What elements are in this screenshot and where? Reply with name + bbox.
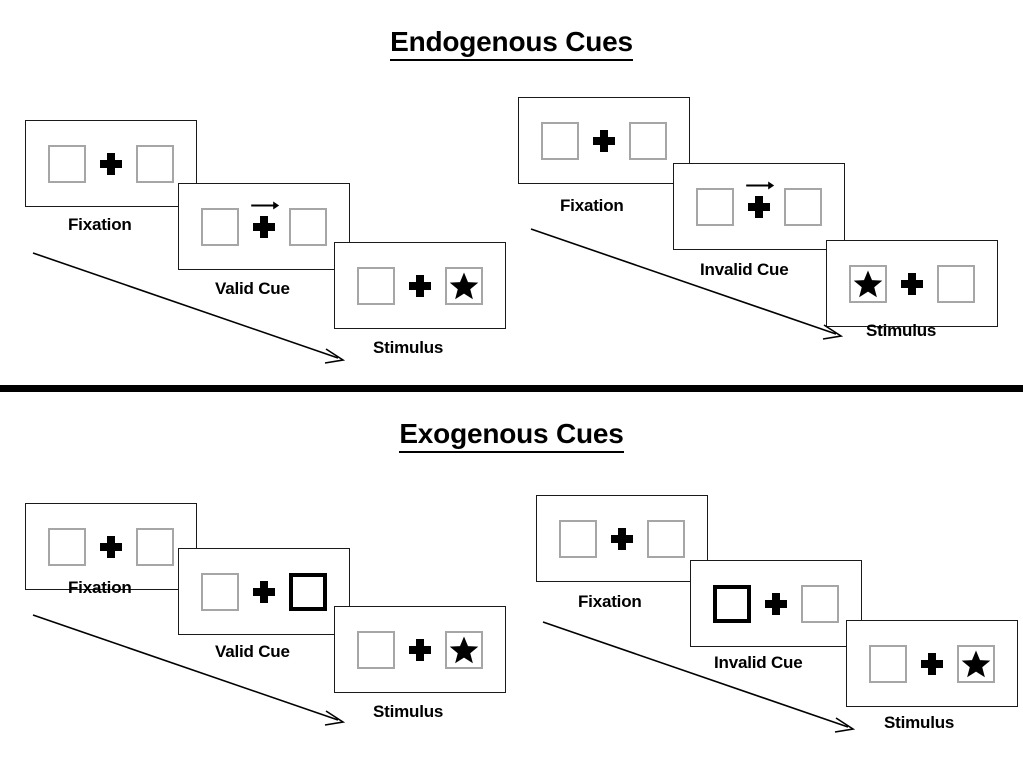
panel-endogenous-valid-cue: [178, 183, 350, 270]
stim-box-right: [136, 144, 174, 183]
plus-icon: [611, 527, 633, 550]
panel-endogenous-invalid-stimulus: [826, 240, 998, 327]
caption-exogenous-invalid-stimulus: Stimulus: [884, 713, 955, 732]
section-divider: [0, 385, 1023, 392]
panel-endogenous-valid-stimulus: [334, 242, 506, 329]
caption-exogenous-invalid-fixation: Fixation: [578, 592, 642, 611]
section-title-exogenous: Exogenous Cues: [0, 418, 1023, 453]
stim-box-left: [541, 121, 579, 160]
panel-exogenous-invalid-cue: [690, 560, 862, 647]
arrow-right-icon: [251, 201, 280, 209]
stim-box-left: [869, 644, 907, 683]
panel-exogenous-invalid-stimulus: [846, 620, 1018, 707]
stim-box-left: [48, 144, 86, 183]
stim-box-right-cued: [289, 572, 327, 611]
caption-endogenous-valid-fixation: Fixation: [68, 215, 132, 234]
stim-box-left-cued: [713, 584, 751, 623]
stim-box-right: [289, 207, 327, 246]
panel-endogenous-valid-fixation: [25, 120, 197, 207]
stim-box-left: [48, 527, 86, 566]
caption-endogenous-invalid-stimulus: Stimulus: [866, 321, 937, 340]
plus-icon: [409, 638, 431, 661]
plus-icon: [409, 274, 431, 297]
plus-icon: [746, 181, 775, 218]
stim-box-left: [201, 207, 239, 246]
panel-endogenous-invalid-cue: [673, 163, 845, 250]
caption-endogenous-invalid-fixation: Fixation: [560, 196, 624, 215]
panel-exogenous-invalid-fixation: [536, 495, 708, 582]
stim-box-right-target: [957, 644, 995, 683]
panel-exogenous-valid-stimulus: [334, 606, 506, 693]
section-title-exogenous-text: Exogenous Cues: [399, 418, 624, 453]
star-icon: [853, 270, 883, 297]
plus-icon: [251, 201, 280, 238]
stim-box-left: [357, 630, 395, 669]
caption-exogenous-invalid-cue: Invalid Cue: [714, 653, 803, 672]
stim-box-right-target: [445, 266, 483, 305]
caption-endogenous-valid-stimulus: Stimulus: [373, 338, 444, 357]
star-icon: [961, 650, 991, 677]
plus-icon: [765, 592, 787, 615]
star-icon: [449, 636, 479, 663]
caption-exogenous-valid-cue: Valid Cue: [215, 642, 290, 661]
star-icon: [449, 272, 479, 299]
panel-exogenous-valid-cue: [178, 548, 350, 635]
stim-box-left: [357, 266, 395, 305]
stim-box-left-target: [849, 264, 887, 303]
stim-box-left: [201, 572, 239, 611]
section-title-endogenous: Endogenous Cues: [0, 26, 1023, 61]
stim-box-right-target: [445, 630, 483, 669]
stim-box-left: [559, 519, 597, 558]
plus-icon: [901, 272, 923, 295]
panel-exogenous-valid-fixation: [25, 503, 197, 590]
stim-box-right: [801, 584, 839, 623]
caption-exogenous-valid-stimulus: Stimulus: [373, 702, 444, 721]
plus-icon: [100, 535, 122, 558]
plus-icon: [593, 129, 615, 152]
stim-box-right: [784, 187, 822, 226]
stim-box-right: [647, 519, 685, 558]
section-title-endogenous-text: Endogenous Cues: [390, 26, 633, 61]
plus-icon: [921, 652, 943, 675]
panel-endogenous-invalid-fixation: [518, 97, 690, 184]
caption-endogenous-invalid-cue: Invalid Cue: [700, 260, 789, 279]
stim-box-left: [696, 187, 734, 226]
plus-icon: [100, 152, 122, 175]
stim-box-right: [937, 264, 975, 303]
plus-icon: [253, 580, 275, 603]
caption-endogenous-valid-cue: Valid Cue: [215, 279, 290, 298]
arrow-right-icon: [746, 181, 775, 189]
stim-box-right: [629, 121, 667, 160]
caption-exogenous-valid-fixation: Fixation: [68, 578, 132, 597]
stim-box-right: [136, 527, 174, 566]
